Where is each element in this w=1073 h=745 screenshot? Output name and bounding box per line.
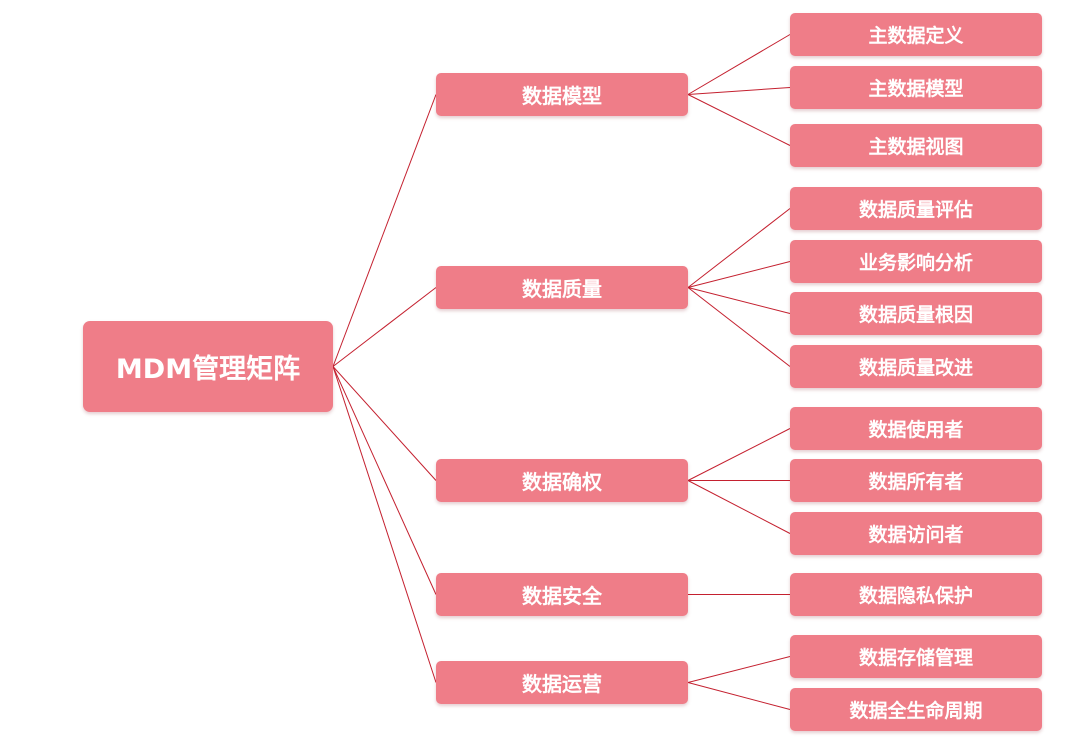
branch-node-data-operations: 数据运营 [436,661,688,704]
connector-branch-to-leaf [687,287,791,314]
connector-branch-to-leaf [687,34,791,95]
connector-branch-to-leaf [687,261,791,288]
connector-branch-to-leaf [687,208,791,288]
connector-branch-to-leaf [687,480,791,534]
leaf-node-privacy-protection: 数据隐私保护 [790,573,1042,616]
connector-root-to-branch [332,287,437,367]
connector-branch-to-leaf [687,682,791,710]
leaf-node-quality-assessment: 数据质量评估 [790,187,1042,230]
branch-node-data-quality: 数据质量 [436,266,688,309]
connector-branch-to-leaf [687,656,791,683]
leaf-node-data-user: 数据使用者 [790,407,1042,450]
leaf-node-master-data-view: 主数据视图 [790,124,1042,167]
connector-root-to-branch [332,366,437,481]
branch-node-data-ownership: 数据确权 [436,459,688,502]
leaf-node-data-accessor: 数据访问者 [790,512,1042,555]
connector-root-to-branch [332,94,437,367]
root-node-mdm-matrix: MDM管理矩阵 [83,321,333,412]
connector-branch-to-leaf [687,94,791,146]
leaf-node-data-owner: 数据所有者 [790,459,1042,502]
branch-node-data-model: 数据模型 [436,73,688,116]
leaf-node-master-data-model: 主数据模型 [790,66,1042,109]
leaf-node-master-data-definition: 主数据定义 [790,13,1042,56]
branch-node-data-security: 数据安全 [436,573,688,616]
connector-branch-to-leaf [687,287,791,367]
connector-root-to-branch [332,366,437,595]
leaf-node-quality-improvement: 数据质量改进 [790,345,1042,388]
leaf-node-business-impact: 业务影响分析 [790,240,1042,283]
leaf-node-quality-root-cause: 数据质量根因 [790,292,1042,335]
connector-branch-to-leaf [687,428,791,481]
leaf-node-storage-management: 数据存储管理 [790,635,1042,678]
leaf-node-data-lifecycle: 数据全生命周期 [790,688,1042,731]
connector-branch-to-leaf [687,87,791,95]
connector-root-to-branch [332,366,437,683]
